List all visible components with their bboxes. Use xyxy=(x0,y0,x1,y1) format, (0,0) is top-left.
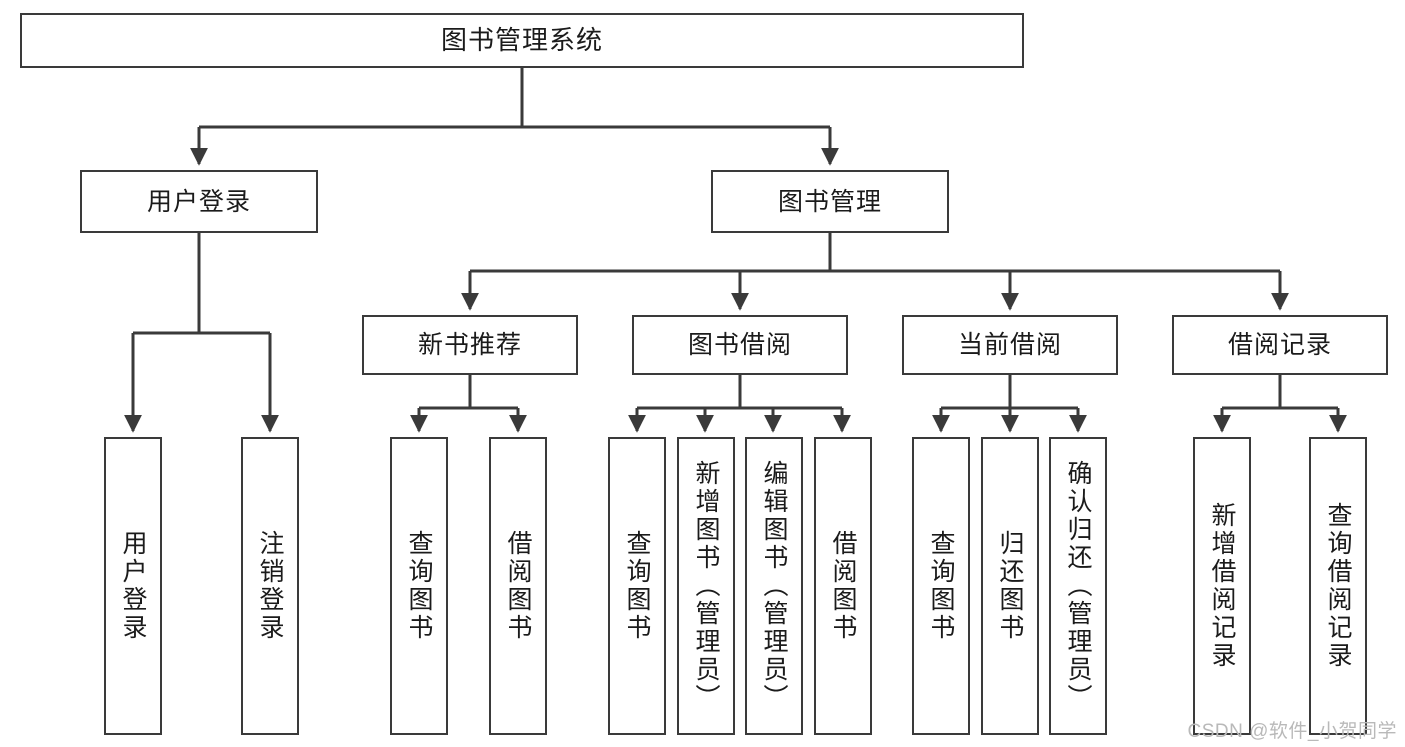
watermark-text: CSDN @软件_小贺同学 xyxy=(1187,721,1397,742)
node-leaf-query-book-recommend[interactable]: 查询图书 xyxy=(390,437,448,735)
node-leaf-add-borrow-record[interactable]: 新增借阅记录 xyxy=(1193,437,1251,735)
node-leaf-query-book-current[interactable]: 查询图书 xyxy=(912,437,970,735)
node-label: 当前借阅 xyxy=(957,331,1062,359)
node-user-login[interactable]: 用户登录 xyxy=(80,170,318,233)
node-label: 查询图书 xyxy=(623,530,651,642)
node-leaf-edit-book-admin[interactable]: 编辑图书（管理员） xyxy=(745,437,803,735)
node-leaf-confirm-return-admin[interactable]: 确认归还（管理员） xyxy=(1049,437,1107,735)
node-leaf-query-borrow-record[interactable]: 查询借阅记录 xyxy=(1309,437,1367,735)
node-label: 图书管理系统 xyxy=(440,24,603,55)
node-label: 新书推荐 xyxy=(417,331,522,359)
node-label: 编辑图书（管理员） xyxy=(760,460,788,712)
node-label: 借阅记录 xyxy=(1227,331,1332,359)
node-label: 新增图书（管理员） xyxy=(692,460,720,712)
node-label: 新增借阅记录 xyxy=(1208,502,1236,670)
node-label: 查询图书 xyxy=(927,530,955,642)
node-label: 确认归还（管理员） xyxy=(1064,460,1092,712)
node-new-book-recommend[interactable]: 新书推荐 xyxy=(362,315,578,375)
node-label: 用户登录 xyxy=(119,530,147,642)
node-leaf-add-book-admin[interactable]: 新增图书（管理员） xyxy=(677,437,735,735)
node-label: 用户登录 xyxy=(146,187,251,216)
node-leaf-borrow-book-recommend[interactable]: 借阅图书 xyxy=(489,437,547,735)
node-borrow-record[interactable]: 借阅记录 xyxy=(1172,315,1388,375)
node-label: 注销登录 xyxy=(256,530,284,642)
node-current-borrow[interactable]: 当前借阅 xyxy=(902,315,1118,375)
node-leaf-user-login[interactable]: 用户登录 xyxy=(104,437,162,735)
node-book-manage[interactable]: 图书管理 xyxy=(711,170,949,233)
node-label: 图书借阅 xyxy=(687,331,792,359)
node-label: 图书管理 xyxy=(777,187,882,216)
node-label: 查询借阅记录 xyxy=(1324,502,1352,670)
node-label: 归还图书 xyxy=(996,530,1024,642)
node-leaf-borrow-book[interactable]: 借阅图书 xyxy=(814,437,872,735)
node-label: 借阅图书 xyxy=(829,530,857,642)
node-leaf-return-book[interactable]: 归还图书 xyxy=(981,437,1039,735)
node-book-borrow[interactable]: 图书借阅 xyxy=(632,315,848,375)
node-leaf-query-book-borrow[interactable]: 查询图书 xyxy=(608,437,666,735)
node-root-system[interactable]: 图书管理系统 xyxy=(20,13,1024,68)
node-label: 借阅图书 xyxy=(504,530,532,642)
node-label: 查询图书 xyxy=(405,530,433,642)
node-leaf-logout[interactable]: 注销登录 xyxy=(241,437,299,735)
